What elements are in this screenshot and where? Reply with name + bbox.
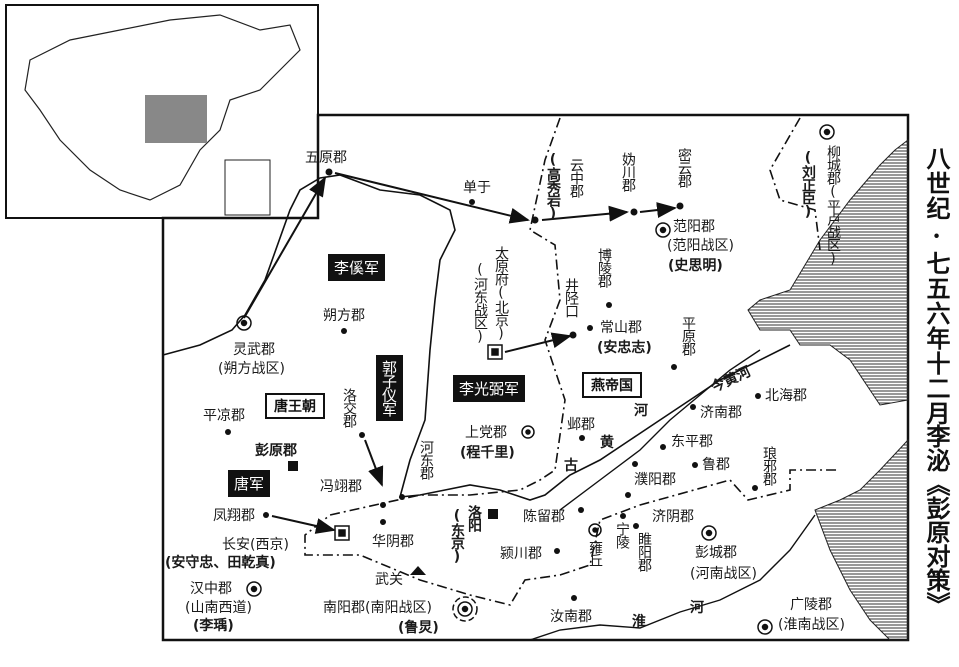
place-taiyuan: 太原府(北京) — [493, 246, 509, 341]
place-boling: 博陵郡 — [596, 248, 612, 287]
place-jingxing: 井陉口 — [563, 278, 579, 317]
place-suiyang: 睢阳郡 — [636, 532, 652, 571]
place-lu: 鲁郡 — [702, 457, 730, 473]
place-yunzhong: 云中郡 — [568, 158, 584, 197]
map-title: 八世纪·七五六年十二月 — [922, 146, 951, 426]
map-frame — [161, 113, 910, 642]
place-runan: 汝南郡 — [550, 609, 592, 625]
front-lines — [304, 117, 840, 606]
place-pingliang: 平凉郡 — [203, 408, 245, 424]
commander-an-tian: (安守忠、田乾真) — [165, 555, 276, 571]
tang-dynasty-label: 唐王朝 — [265, 393, 325, 419]
place-shuofang: 朔方郡 — [323, 308, 365, 324]
place-chenliu: 陈留郡 — [523, 509, 565, 525]
place-chanyu: 单于 — [463, 180, 491, 196]
map-subtitle: 李泌《彭原对策》 — [922, 424, 951, 616]
place-ye: 邺郡 — [567, 417, 595, 433]
place-pingyuan: 平原郡 — [680, 316, 696, 355]
place-liucheng: 柳城郡(平卢战区) — [825, 145, 841, 266]
commander-lu-jiong: (鲁炅) — [398, 620, 439, 636]
place-huayin: 华阴郡 — [372, 534, 414, 550]
place-puyang: 濮阳郡 — [634, 472, 676, 488]
river-label-he: 河 — [634, 403, 648, 419]
commander-an-zhongzhi: (安忠志) — [597, 340, 652, 356]
place-jiyin: 济阴郡 — [652, 509, 694, 525]
place-dongjing: (东京) — [449, 508, 465, 564]
capital-markers — [236, 124, 835, 635]
place-wuyuan: 五原郡 — [305, 150, 347, 166]
place-guangling: 广陵郡 — [790, 597, 832, 613]
commander-cheng-qianli: (程千里) — [460, 445, 515, 461]
place-luoyang: 洛阳 — [466, 505, 482, 531]
place-langye: 琅邪郡 — [761, 446, 777, 485]
river-label-huai: 淮 — [632, 614, 646, 630]
inset-china-map — [5, 4, 319, 219]
place-pengyuan: 彭原郡 — [255, 443, 297, 459]
yan-empire-label: 燕帝国 — [582, 372, 642, 398]
commander-gao-xiuyan: (高秀岩) — [545, 152, 561, 221]
place-luojiao: 洛交郡 — [341, 388, 357, 427]
commander-shi-siming: (史思明) — [668, 258, 723, 274]
place-changshan: 常山郡 — [600, 320, 642, 336]
yellow-river — [162, 174, 791, 501]
place-hanzhong: 汉中郡 — [190, 581, 232, 597]
place-pengcheng: 彭城郡 — [695, 545, 737, 561]
place-lingwu: 灵武郡 — [233, 342, 275, 358]
commander-liu-zhengchen: (刘正臣) — [800, 150, 816, 219]
army-arrows — [243, 172, 677, 534]
place-huainan-zone: (淮南战区) — [778, 617, 845, 633]
place-shuofang-zone: (朔方战区) — [218, 361, 285, 377]
place-changan: 长安(西京) — [222, 537, 289, 553]
army-label-tang: 唐军 — [228, 470, 271, 497]
place-shangdang: 上党郡 — [465, 425, 507, 441]
sea-yellow — [814, 438, 909, 641]
place-hedong-zone: (河东战区) — [472, 262, 488, 344]
sea-bohai — [747, 138, 909, 406]
place-shannan: (山南西道) — [185, 600, 252, 616]
place-fanyang: 范阳郡 — [673, 219, 715, 235]
army-label-li-guangbi: 李光弼军 — [453, 375, 526, 402]
army-label-guo-ziyi: 郭子仪军 — [376, 355, 403, 421]
ancient-yellow-river — [559, 349, 761, 511]
place-fengxiang: 凤翔郡 — [213, 508, 255, 524]
place-guichuan: 妫川郡 — [620, 152, 636, 191]
river-label-huang: 黄 — [600, 435, 614, 451]
place-dongping: 东平郡 — [671, 434, 713, 450]
place-dots — [225, 168, 761, 601]
place-wuguan: 武关 — [375, 572, 403, 588]
river-label-gu: 古 — [564, 458, 578, 474]
place-nanyang: 南阳郡(南阳战区) — [323, 600, 432, 616]
inset-highlight-region — [145, 95, 207, 143]
place-yingchuan: 颍川郡 — [500, 546, 542, 562]
huai-river — [529, 514, 816, 641]
place-henan-zone: (河南战区) — [690, 566, 757, 582]
place-beihai: 北海郡 — [765, 388, 807, 404]
place-ningling: 宁陵 — [614, 522, 630, 548]
place-hedong: 河东郡 — [418, 440, 434, 479]
river-label-huai-he: 河 — [690, 600, 704, 616]
place-yongqiu: 雍丘 — [587, 540, 603, 566]
place-fanyang-zone: (范阳战区) — [667, 238, 734, 254]
place-pingyi: 冯翊郡 — [320, 479, 362, 495]
place-miyun: 密云郡 — [676, 148, 692, 187]
commander-li-yu: (李瑀) — [193, 618, 234, 634]
army-label-li-tan: 李傒军 — [328, 254, 386, 281]
place-jinan: 济南郡 — [700, 405, 742, 421]
